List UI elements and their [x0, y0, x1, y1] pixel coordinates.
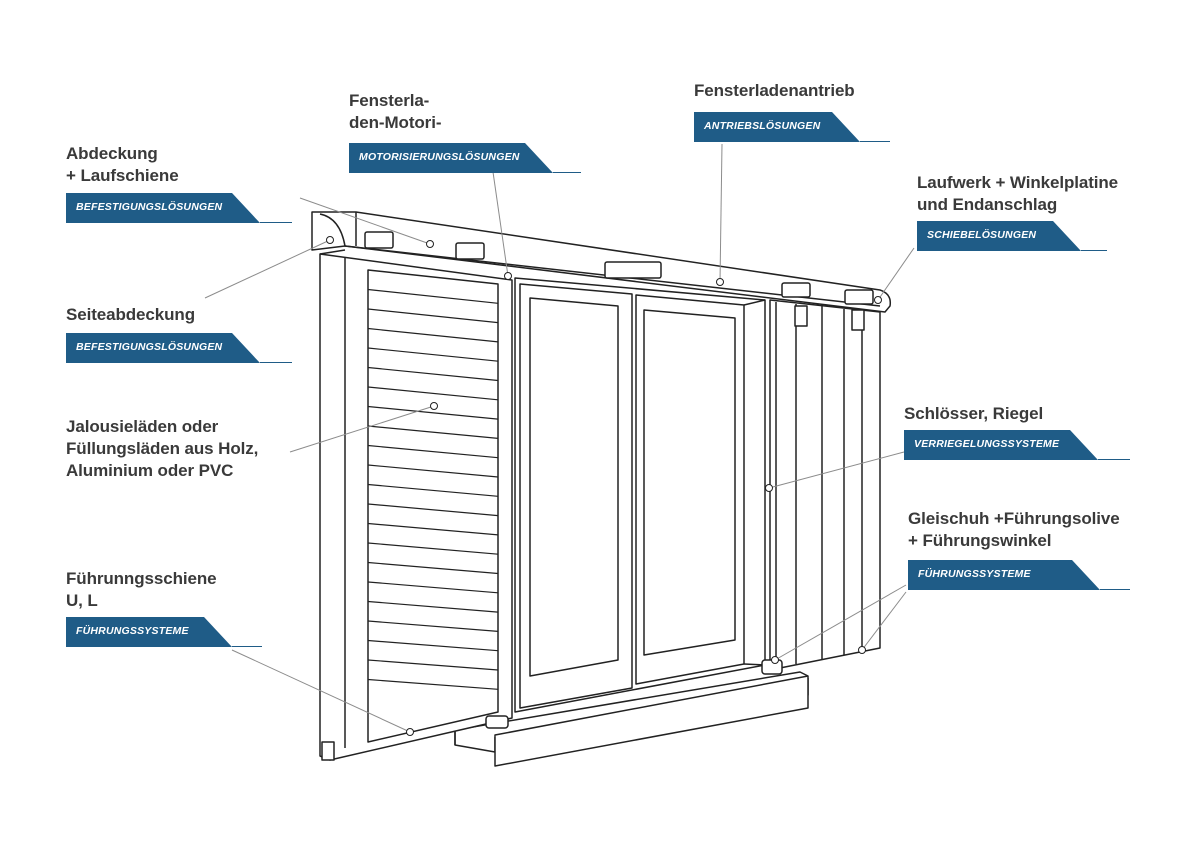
- louver-slat: [367, 308, 499, 324]
- leader-lines: [204, 143, 915, 733]
- louver-slat: [367, 639, 499, 652]
- leader-laeden: [289, 405, 435, 453]
- louver-slat: [367, 600, 499, 613]
- louver-slat: [367, 561, 499, 575]
- callout-antrieb-label: Fensterladenantrieb: [694, 81, 855, 100]
- callout-antrieb-tag: ANTRIEBSLÖSUNGEN: [694, 112, 890, 142]
- callout-gleitschuh-tag: FÜHRUNGSSYSTEME: [908, 560, 1130, 590]
- louver-slat: [367, 542, 499, 555]
- louver-slat: [367, 366, 499, 382]
- callout-schloesser-tag: VERRIEGELUNGSSYSTEME: [904, 430, 1130, 460]
- leader-antrieb-point: [716, 278, 724, 286]
- louver-slat: [367, 464, 499, 478]
- louver-slat: [367, 425, 499, 439]
- top-cover-rail: [311, 211, 892, 313]
- callout-abdeckung-tag: BEFESTIGUNGSLÖSUNGEN: [66, 193, 292, 223]
- callout-points: [326, 236, 882, 736]
- louver-slat: [367, 678, 499, 690]
- callout-fuehrungsschiene-tag: FÜHRUNGSSYSTEME: [66, 617, 262, 647]
- leader-laeden-point: [430, 402, 438, 410]
- leader-schloss: [768, 451, 905, 489]
- louver-slat: [367, 347, 499, 362]
- leader-motor: [492, 171, 509, 277]
- callout-seiteabdeckung-tag: BEFESTIGUNGSLÖSUNGEN: [66, 333, 292, 363]
- callout-gleitschuh-label: Gleischuh +Führungsolive+ Führungswinkel: [908, 509, 1120, 550]
- callout-laufwerk-tag: SCHIEBELÖSUNGEN: [917, 221, 1107, 251]
- leader-gleit-1: [774, 584, 907, 661]
- callout-motorisierung-tag: MOTORISIERUNGSLÖSUNGEN: [349, 143, 581, 173]
- leader-gleit-2-point: [858, 646, 866, 654]
- rail-roller-1: [364, 231, 394, 249]
- louver-slat: [367, 522, 499, 536]
- louver-slat: [367, 581, 499, 594]
- rail-roller-2: [455, 242, 485, 260]
- leader-fuehrung-point: [406, 728, 414, 736]
- corner-bracket-1: [794, 305, 808, 327]
- leader-laufwerk-point: [874, 296, 882, 304]
- leader-laufwerk: [877, 247, 915, 301]
- leader-antrieb: [719, 143, 723, 283]
- louver-slat: [367, 659, 499, 671]
- leader-abdeckung: [299, 197, 431, 245]
- louver-slat: [367, 386, 499, 401]
- leader-motor-point: [504, 272, 512, 280]
- louver-slat: [367, 405, 499, 420]
- guide-shoe-left: [485, 715, 509, 729]
- rail-motor: [604, 261, 662, 279]
- leader-abdeckung-point: [426, 240, 434, 248]
- leader-gleit-1-point: [771, 656, 779, 664]
- louver-slat: [367, 483, 499, 497]
- leader-fuehrung: [231, 649, 411, 733]
- louver-slat: [367, 444, 499, 459]
- callout-motorisierung-label: Fensterla-den-Motori-: [349, 91, 442, 132]
- rail-roller-3: [781, 282, 811, 298]
- louver-slat: [367, 288, 499, 304]
- louver-slat: [367, 620, 499, 632]
- louver-slat: [367, 327, 499, 343]
- corner-bracket-2: [851, 309, 865, 331]
- louver-slats: [367, 288, 499, 690]
- leader-gleit-2: [861, 591, 907, 651]
- louver-slat: [367, 503, 499, 517]
- sill-front: [494, 678, 809, 767]
- rail-roller-4: [844, 289, 874, 305]
- leader-seite-point: [326, 236, 334, 244]
- leader-schloss-point: [765, 484, 773, 492]
- callout-abdeckung-label: Abdeckung+ Laufschiene: [66, 144, 179, 185]
- right-shutter: [769, 299, 881, 671]
- guide-rail-left: [321, 741, 335, 761]
- leader-seite: [204, 239, 331, 299]
- callout-schloesser-label: Schlösser, Riegel: [904, 404, 1044, 423]
- callout-seiteabdeckung-label: Seiteabdeckung: [66, 305, 195, 324]
